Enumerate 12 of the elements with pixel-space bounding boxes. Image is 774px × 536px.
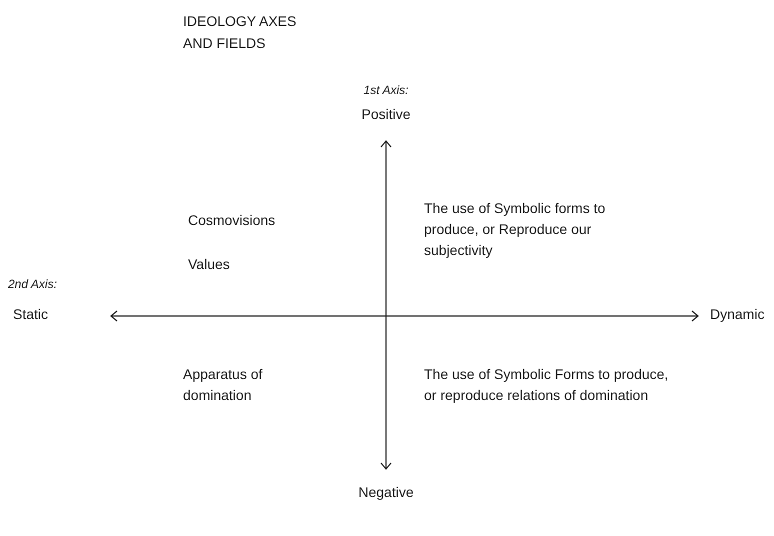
field-label: Apparatus of domination	[183, 365, 264, 405]
axis-end-label: Dynamic	[710, 305, 764, 324]
diagram-title: IDEOLOGY AXES AND FIELDS	[183, 12, 298, 53]
quadrant-text: The use of Symbolic forms to produce, or Reproduce our subjectivity	[424, 199, 606, 260]
quadrant-text: The use of Symbolic Forms to produce, or reproduce relations of domination	[424, 365, 670, 405]
axis-title: 2nd Axis:	[8, 276, 57, 293]
axis-title: 1st Axis:	[364, 82, 408, 99]
axis-end-label: Negative	[358, 483, 414, 502]
axis-end-label: Positive	[361, 105, 411, 124]
field-label: Values	[188, 255, 230, 274]
axis-end-label: Static	[13, 305, 48, 324]
field-label: Cosmovisions	[188, 211, 276, 230]
